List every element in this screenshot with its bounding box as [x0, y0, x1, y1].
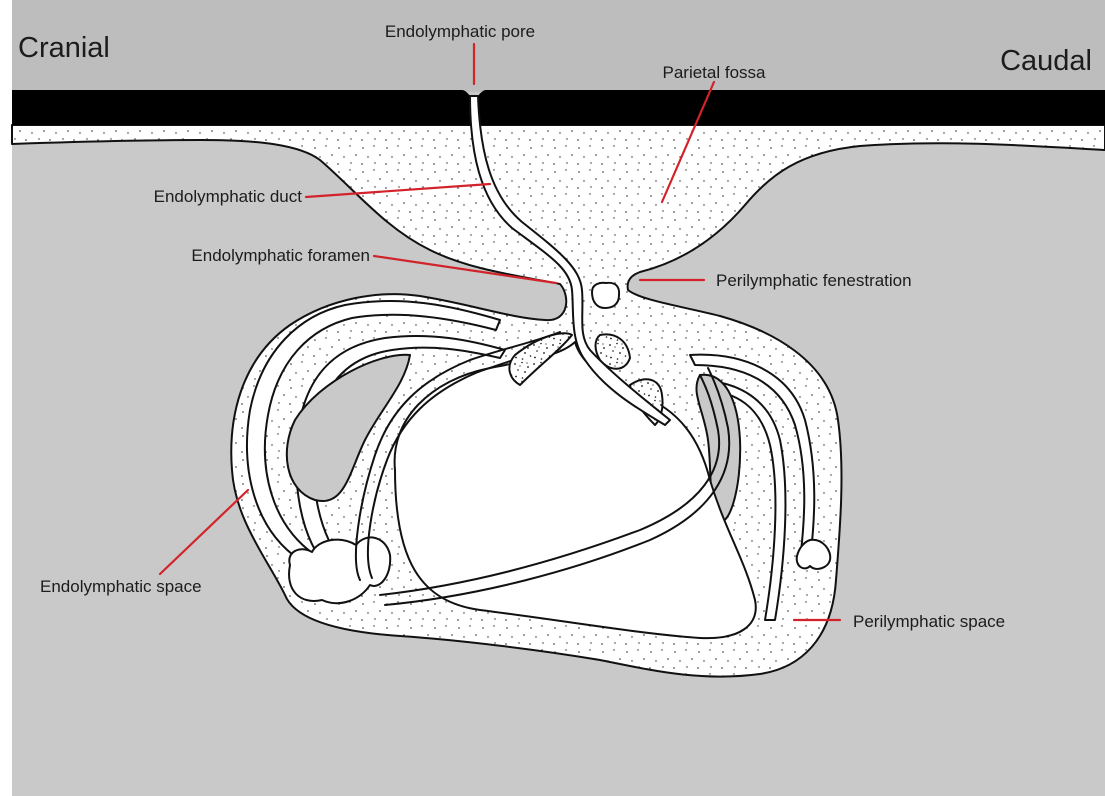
label-cranial: Cranial — [18, 32, 110, 64]
upper-band — [12, 0, 1105, 92]
label-endolymphatic-foramen: Endolymphatic foramen — [191, 246, 370, 265]
label-endolymphatic-duct: Endolymphatic duct — [154, 187, 303, 206]
label-perilymphatic-fenestration: Perilymphatic fenestration — [716, 271, 912, 290]
label-endolymphatic-pore: Endolymphatic pore — [385, 22, 535, 41]
label-caudal: Caudal — [1000, 45, 1092, 77]
label-endolymphatic-space: Endolymphatic space — [40, 577, 202, 596]
bone-layer — [12, 90, 1105, 125]
label-perilymphatic-space: Perilymphatic space — [853, 612, 1005, 631]
fenestration-cup — [592, 283, 619, 308]
label-parietal-fossa: Parietal fossa — [663, 63, 767, 82]
